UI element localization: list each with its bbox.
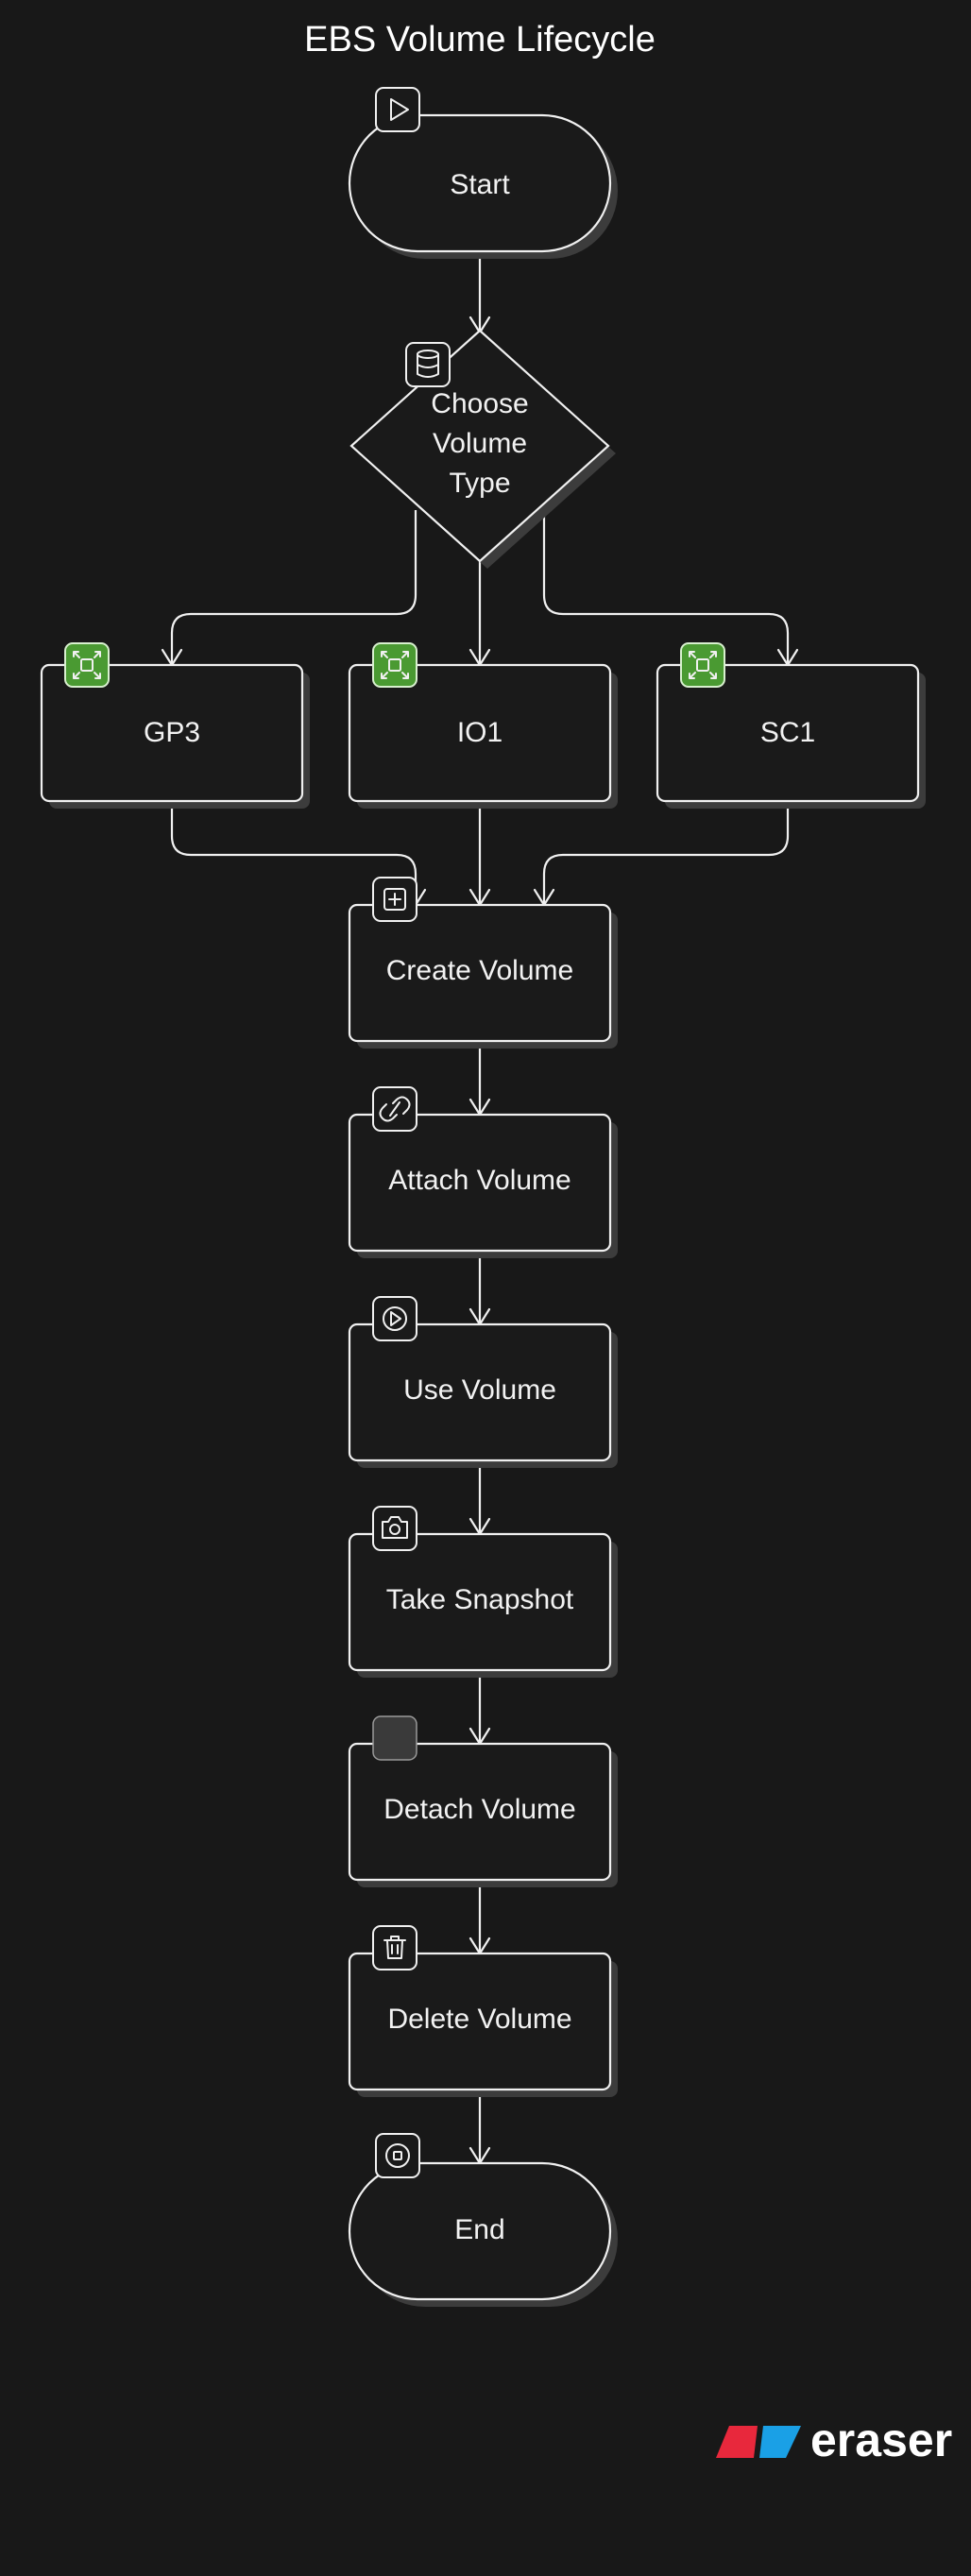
node-start[interactable]: Start bbox=[348, 113, 618, 259]
edges bbox=[161, 253, 799, 2165]
expand-icon bbox=[680, 642, 725, 688]
node-use-volume[interactable]: Use Volume bbox=[348, 1322, 618, 1468]
node-label: Take Snapshot bbox=[386, 1584, 574, 1615]
edge-choose-sc1 bbox=[542, 510, 790, 663]
node-label: IO1 bbox=[457, 717, 503, 748]
link-icon bbox=[372, 1086, 417, 1132]
node-label: Detach Volume bbox=[383, 1794, 575, 1825]
blank-square-icon bbox=[372, 1715, 417, 1761]
database-icon bbox=[405, 342, 451, 387]
play-icon bbox=[375, 87, 420, 132]
node-gp3[interactable]: GP3 bbox=[40, 663, 310, 809]
eraser-logo: eraser bbox=[716, 2414, 952, 2466]
node-sc1[interactable]: SC1 bbox=[656, 663, 926, 809]
node-label: Choose bbox=[431, 388, 528, 419]
node-label: Volume bbox=[433, 428, 527, 459]
node-label: Delete Volume bbox=[387, 2004, 571, 2035]
stop-circle-icon bbox=[375, 2133, 420, 2178]
node-delete-volume[interactable]: Delete Volume bbox=[348, 1952, 618, 2097]
plus-square-icon bbox=[372, 877, 417, 922]
node-take-snapshot[interactable]: Take Snapshot bbox=[348, 1532, 618, 1678]
node-label: Type bbox=[449, 468, 510, 499]
node-label: Create Volume bbox=[386, 955, 573, 986]
node-label: Attach Volume bbox=[388, 1165, 571, 1196]
trash-icon bbox=[372, 1925, 417, 1970]
node-detach-volume[interactable]: Detach Volume bbox=[348, 1742, 618, 1887]
node-end[interactable]: End bbox=[348, 2161, 618, 2307]
edge-gp3-create bbox=[170, 803, 417, 903]
logo-mark-blue bbox=[759, 2426, 801, 2458]
camera-icon bbox=[372, 1506, 417, 1551]
node-choose-volume-type[interactable]: Choose Volume Type bbox=[349, 329, 616, 569]
node-io1[interactable]: IO1 bbox=[348, 663, 618, 809]
edge-sc1-create bbox=[542, 803, 790, 903]
node-label: Use Volume bbox=[403, 1374, 556, 1406]
node-attach-volume[interactable]: Attach Volume bbox=[348, 1113, 618, 1258]
edge-choose-gp3 bbox=[170, 510, 417, 663]
node-label: Start bbox=[450, 169, 510, 200]
node-label: GP3 bbox=[144, 717, 200, 748]
node-label: End bbox=[454, 2214, 504, 2245]
play-circle-icon bbox=[372, 1296, 417, 1341]
node-create-volume[interactable]: Create Volume bbox=[348, 903, 618, 1049]
expand-icon bbox=[64, 642, 110, 688]
expand-icon bbox=[372, 642, 417, 688]
diagram-title: EBS Volume Lifecycle bbox=[304, 20, 656, 60]
node-label: SC1 bbox=[760, 717, 815, 748]
brand-name: eraser bbox=[810, 2414, 952, 2466]
logo-mark-red bbox=[716, 2426, 758, 2458]
